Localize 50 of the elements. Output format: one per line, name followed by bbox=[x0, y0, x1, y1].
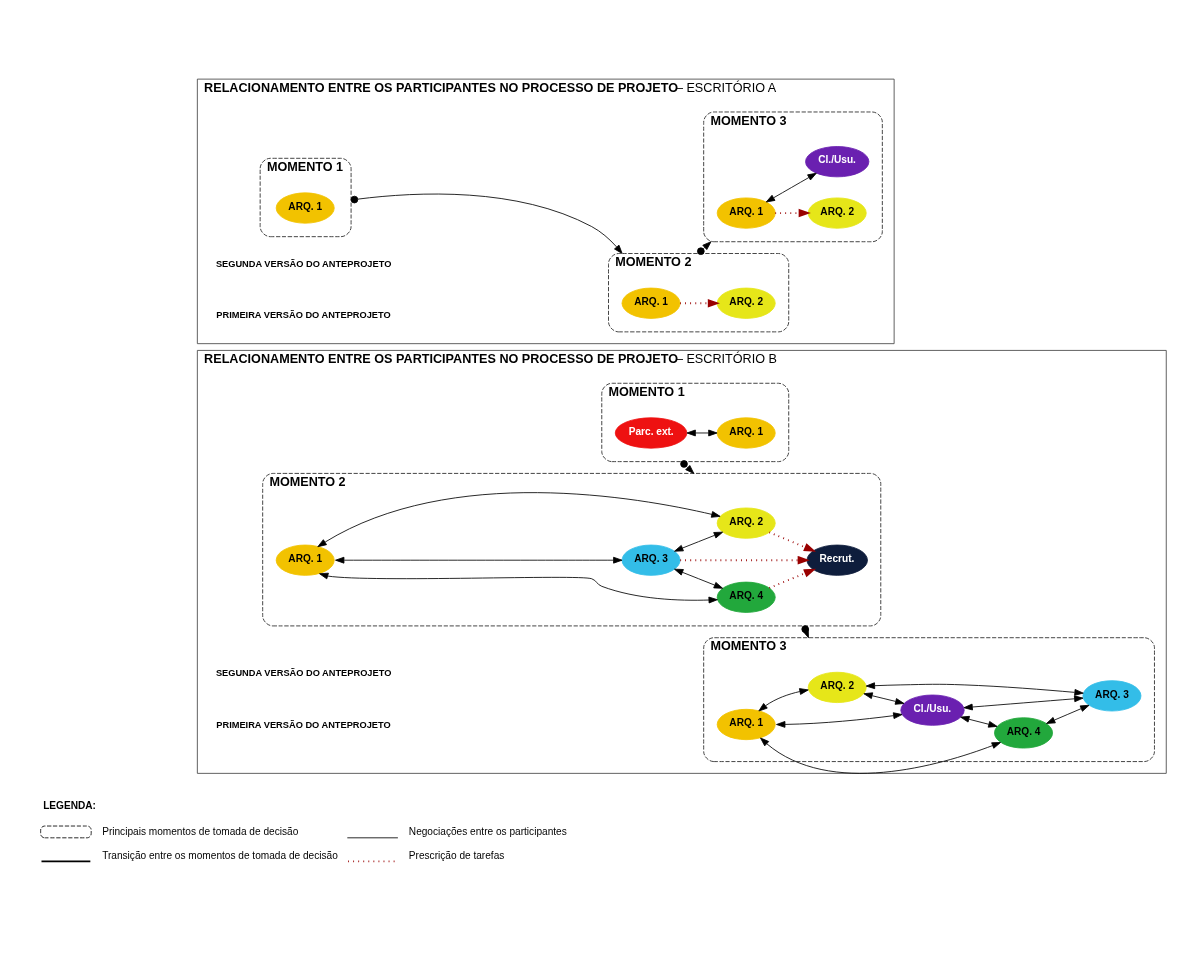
legend-label: Principais momentos de tomada de decisão bbox=[102, 825, 299, 837]
arrow bbox=[1046, 704, 1090, 724]
node-ellipse: ARQ. 4 bbox=[716, 581, 776, 613]
node-ellipse: ARQ. 3 bbox=[621, 544, 681, 576]
arrow bbox=[674, 531, 724, 552]
node-ellipse: ARQ. 1 bbox=[716, 416, 776, 449]
node-ellipse: ARQ. 3 bbox=[1082, 679, 1142, 711]
arrow bbox=[679, 298, 720, 307]
arrow bbox=[679, 555, 810, 564]
node-ellipse: ARQ. 1 bbox=[621, 287, 681, 319]
node-ellipse: ARQ. 2 bbox=[716, 287, 776, 319]
arrow bbox=[317, 491, 721, 547]
arrow bbox=[760, 737, 1001, 774]
arrow bbox=[765, 172, 817, 202]
arrow bbox=[335, 556, 623, 564]
node-ellipse: Parc. ext. bbox=[614, 416, 688, 449]
label: SEGUNDA VERSÃO DO ANTEPROJETO bbox=[215, 258, 392, 269]
node-ellipse: ARQ. 1 bbox=[716, 197, 776, 229]
arrow bbox=[674, 568, 724, 589]
arrow bbox=[758, 687, 809, 711]
arrow bbox=[768, 530, 816, 552]
node-ellipse: ARQ. 2 bbox=[716, 507, 776, 539]
arrow bbox=[963, 694, 1084, 710]
node-ellipse: ARQ. 2 bbox=[807, 197, 867, 229]
arrow bbox=[350, 193, 623, 254]
node-ellipse: Cl./Usu. bbox=[805, 145, 870, 177]
label: PRIMEIRA VERSÃO DO ANTEPROJETO bbox=[216, 719, 391, 730]
arrow bbox=[865, 681, 1084, 696]
node-ellipse: ARQ. 1 bbox=[275, 544, 335, 576]
arrow bbox=[960, 715, 998, 728]
arrow bbox=[697, 240, 712, 255]
label: SEGUNDA VERSÃO DO ANTEPROJETO bbox=[215, 667, 392, 678]
arrow bbox=[774, 208, 811, 217]
legend-label: Transição entre os momentos de tomada de decisão bbox=[102, 849, 338, 861]
legend-label: Prescrição de tarefas bbox=[408, 849, 505, 861]
node-ellipse: ARQ. 1 bbox=[275, 191, 335, 224]
arrow bbox=[863, 691, 905, 705]
arrow bbox=[680, 459, 695, 474]
node-ellipse: ARQ. 1 bbox=[716, 708, 776, 740]
node-ellipse: ARQ. 2 bbox=[807, 671, 867, 703]
node-ellipse: ARQ. 4 bbox=[994, 716, 1053, 748]
arrow bbox=[319, 572, 718, 603]
label: PRIMEIRA VERSÃO DO ANTEPROJETO bbox=[216, 309, 391, 320]
arrow bbox=[776, 711, 903, 728]
arrow bbox=[686, 429, 718, 436]
arrow bbox=[768, 568, 816, 589]
legend-label: Negociações entre os participantes bbox=[408, 825, 567, 837]
node-ellipse: Recrut. bbox=[806, 544, 868, 576]
label: LEGENDA: bbox=[43, 799, 96, 811]
node-ellipse: Cl./Usu. bbox=[900, 694, 965, 726]
